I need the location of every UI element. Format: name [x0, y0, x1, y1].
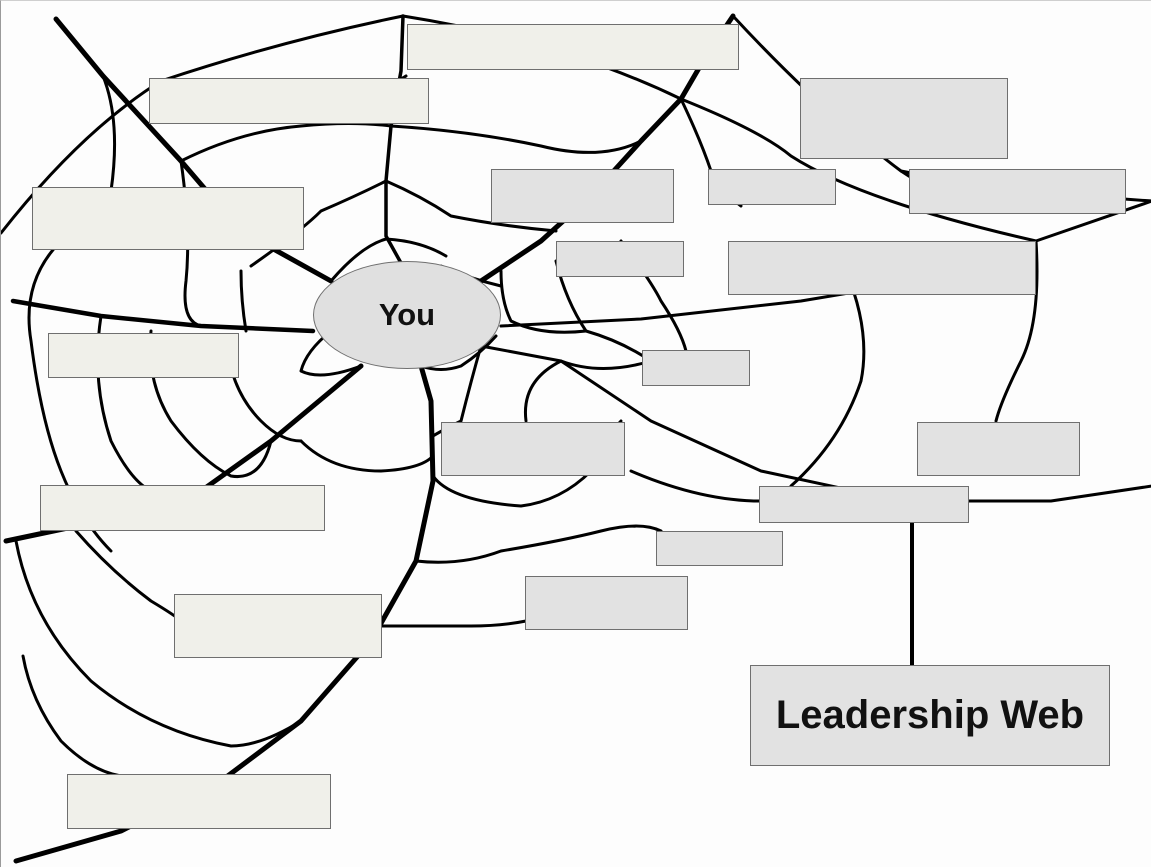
web-ring	[789, 269, 866, 488]
web-ring	[101, 74, 117, 193]
blank-label-box[interactable]	[917, 422, 1080, 476]
web-ring	[21, 654, 123, 778]
blank-label-box[interactable]	[525, 576, 688, 630]
title-box: Leadership Web	[750, 665, 1110, 766]
blank-label-box[interactable]	[149, 78, 429, 124]
web-ring	[414, 524, 663, 564]
web-radial-thread	[384, 14, 405, 265]
web-ring	[239, 269, 248, 333]
web-ring	[14, 539, 303, 748]
web-radial-thread	[10, 298, 316, 334]
web-ring	[629, 469, 763, 503]
blank-label-box[interactable]	[656, 531, 783, 566]
blank-label-box[interactable]	[32, 187, 304, 250]
blank-label-box[interactable]	[728, 241, 1036, 295]
web-ring	[994, 239, 1039, 423]
web-ring	[389, 124, 643, 154]
blank-label-box[interactable]	[40, 485, 325, 531]
web-ring	[499, 259, 588, 334]
blank-label-box[interactable]	[491, 169, 674, 223]
blank-label-box[interactable]	[441, 422, 625, 476]
web-ring	[179, 122, 393, 163]
web-ring	[299, 439, 435, 473]
center-node: You	[313, 261, 501, 369]
web-ring	[329, 237, 448, 283]
blank-label-box[interactable]	[909, 169, 1126, 214]
blank-label-box[interactable]	[708, 169, 836, 205]
blank-label-box[interactable]	[759, 486, 969, 523]
diagram-title: Leadership Web	[775, 693, 1085, 737]
web-ring	[74, 529, 183, 623]
blank-label-box[interactable]	[642, 350, 750, 386]
web-ring	[299, 329, 363, 377]
web-ring	[523, 329, 653, 423]
web-ring	[384, 179, 558, 233]
web-ring	[419, 334, 498, 371]
center-node-label: You	[378, 297, 436, 332]
blank-label-box[interactable]	[67, 774, 331, 829]
web-ring	[431, 344, 483, 438]
blank-label-box[interactable]	[556, 241, 684, 277]
blank-label-box[interactable]	[800, 78, 1008, 159]
blank-label-box[interactable]	[48, 333, 239, 378]
blank-label-box[interactable]	[407, 24, 739, 70]
web-ring	[369, 619, 528, 628]
blank-label-box[interactable]	[174, 594, 382, 658]
